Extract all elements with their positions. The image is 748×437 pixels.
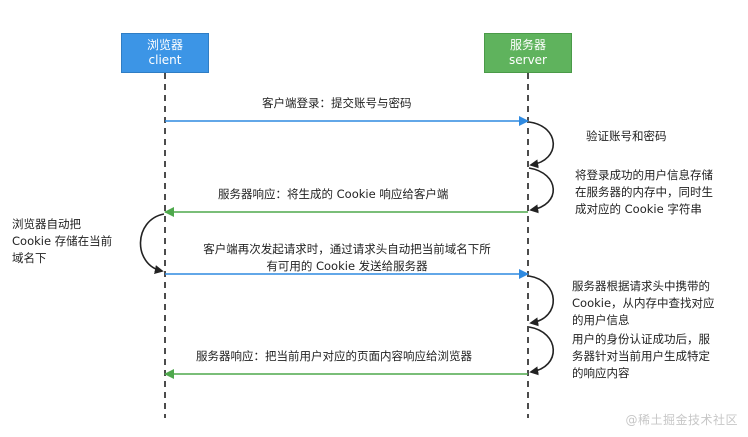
verify-message-label: 验证账号和密码 xyxy=(586,129,667,143)
browser-actor-box: 浏览器 client xyxy=(121,33,209,73)
auth-message-line1: 用户的身份认证成功后，服 xyxy=(572,332,710,346)
browser-actor-sub: client xyxy=(148,53,182,67)
auth-self-arrow xyxy=(528,326,555,376)
browser-store-line1: 浏览器自动把 xyxy=(12,217,81,231)
browser-actor-name: 浏览器 xyxy=(146,38,183,52)
server-actor-box: 服务器 server xyxy=(484,33,572,73)
store-self-arrow xyxy=(528,167,555,214)
browser-store-line2: Cookie 存储在当前 xyxy=(12,234,113,248)
cookie-request-line2: 有可用的 Cookie 发送给服务器 xyxy=(266,259,428,273)
store-message-line1: 将登录成功的用户信息存储 xyxy=(575,168,713,182)
auth-message-line3: 的响应内容 xyxy=(572,366,630,380)
lookup-message-line1: 服务器根据请求头中携带的 xyxy=(572,279,710,293)
lookup-self-arrow xyxy=(528,275,555,327)
server-actor-sub: server xyxy=(509,53,547,67)
store-message-line3: 成对应的 Cookie 字符串 xyxy=(575,202,702,216)
cookie-response-label: 服务器响应：将生成的 Cookie 响应给客户端 xyxy=(218,187,449,201)
auth-message-line2: 务器针对当前用户生成特定 xyxy=(572,349,710,363)
page-response-label: 服务器响应：把当前用户对应的页面内容响应给浏览器 xyxy=(196,349,472,363)
lookup-message-line2: Cookie，从内存中查找对应 xyxy=(572,296,715,310)
watermark-text: @稀土掘金技术社区 xyxy=(625,413,738,427)
store-message-line2: 在服务器的内存中，同时生 xyxy=(575,185,713,199)
verify-self-arrow xyxy=(528,121,555,169)
cookie-request-line1: 客户端再次发起请求时，通过请求头自动把当前域名下所 xyxy=(203,242,491,256)
browser-store-self-arrow xyxy=(139,213,165,274)
browser-store-line3: 域名下 xyxy=(12,251,47,265)
lookup-message-line3: 的用户信息 xyxy=(572,313,630,327)
server-actor-name: 服务器 xyxy=(509,38,546,52)
login-message-label: 客户端登录：提交账号与密码 xyxy=(262,96,412,110)
